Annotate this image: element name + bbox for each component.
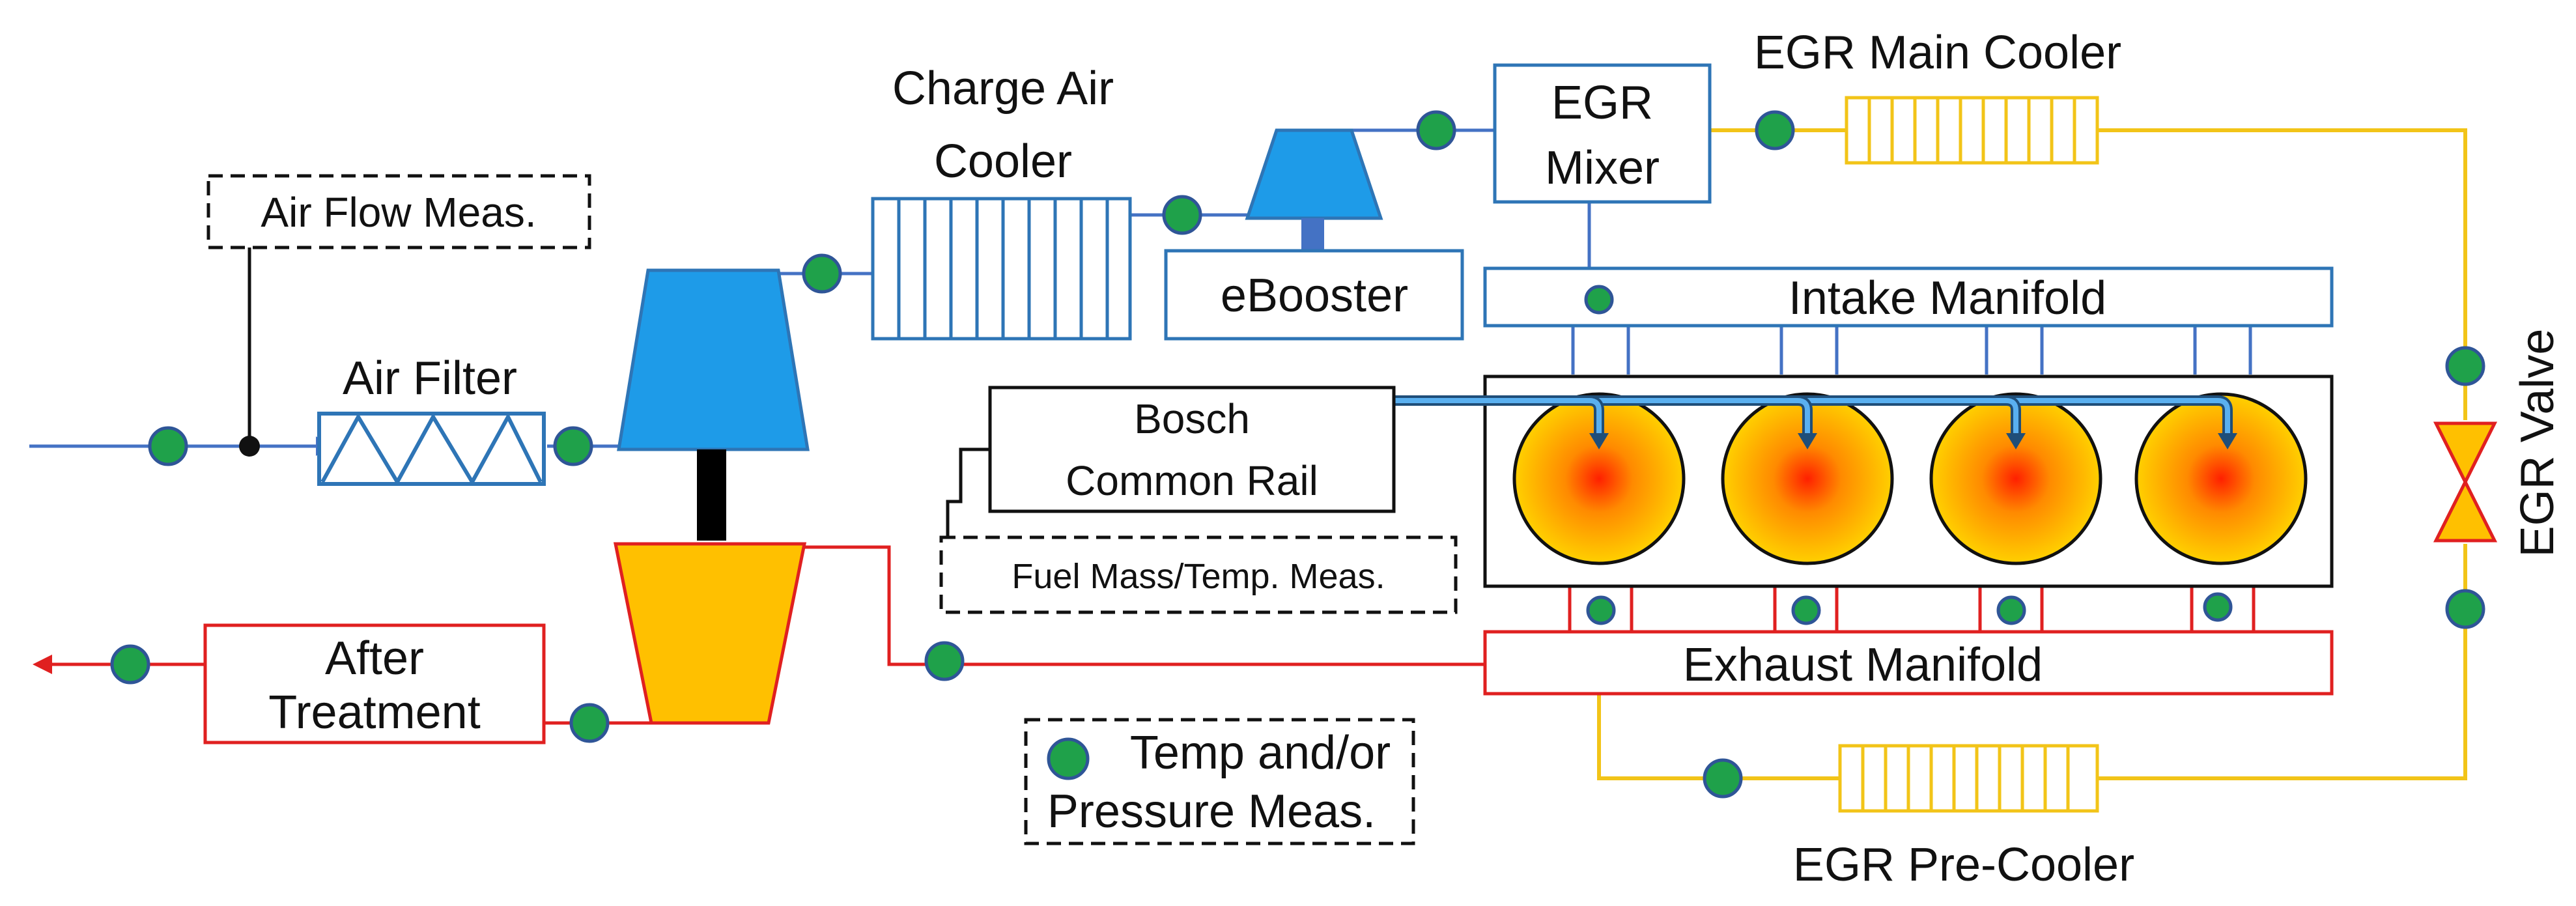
- sensor-exhaust-runner-3: [1996, 595, 2026, 625]
- sensor-post-ebooster: [1416, 110, 1456, 150]
- cylinder-3: [1929, 392, 2102, 565]
- sensor-exhaust-runner-4: [2203, 592, 2233, 622]
- sensor-exhaust-runner-1: [1586, 595, 1616, 625]
- sensor-post-compressor: [802, 253, 842, 294]
- egr-mixer-label-1: EGR: [1551, 77, 1653, 129]
- fuel-meas-box: Fuel Mass/Temp. Meas.: [939, 535, 1458, 614]
- intake-manifold: Intake Manifold: [1483, 266, 2334, 328]
- charge-air-cooler: Charge Air Cooler: [871, 63, 1132, 341]
- egr-valve-label: EGR Valve: [2512, 329, 2564, 558]
- sensor-post-turbine: [569, 703, 610, 743]
- air-flow-meas-box: Air Flow Meas.: [206, 174, 591, 249]
- egr-valve-upper-icon: [2433, 421, 2498, 486]
- sensor-dot-icon: [1047, 737, 1090, 780]
- ebooster: eBooster: [1164, 128, 1464, 341]
- exhaust-runners: [1568, 584, 2256, 634]
- cac-fins: [897, 199, 1109, 339]
- cac-label-1: Charge Air: [892, 63, 1114, 115]
- manifold-to-turbine-line: [804, 545, 1485, 666]
- sensor-egr-valve-in: [2445, 589, 2485, 629]
- after-treatment-label-2: Treatment: [268, 687, 480, 739]
- sensor-egr-main-cooler-out: [1755, 110, 1795, 150]
- filter-zigzag-icon: [320, 412, 543, 487]
- air-flow-junction-dot: [239, 436, 260, 457]
- compressor: [617, 268, 810, 451]
- cylinder-2: [1721, 392, 1894, 565]
- precooler-to-manifold-line: [1597, 694, 1840, 780]
- sensor-tailpipe: [110, 644, 150, 685]
- sensor-pre-compressor: [553, 426, 593, 466]
- ebooster-compressor: [1245, 128, 1383, 220]
- exhaust-manifold-label: Exhaust Manifold: [1683, 639, 2043, 691]
- sensor-egr-pre-cooler-in: [1703, 758, 1743, 799]
- ebooster-shaft: [1301, 218, 1324, 251]
- turbo-shaft: [697, 449, 726, 541]
- egr-mixer: EGR Mixer: [1493, 63, 1712, 204]
- fuel-meas-label: Fuel Mass/Temp. Meas.: [1012, 557, 1385, 596]
- ebooster-motor: [1164, 249, 1464, 341]
- sensor-pre-turbine: [924, 641, 965, 681]
- injector-lines: [1394, 395, 2237, 449]
- after-treatment-label-1: After: [325, 632, 424, 685]
- intake-manifold-label: Intake Manifold: [1789, 272, 2106, 324]
- sensor-exhaust-runner-2: [1791, 595, 1821, 625]
- egr-pre-cooler: EGR Pre-Cooler: [1793, 744, 2134, 891]
- fuel-meas-line: [946, 447, 990, 537]
- cylinder-4: [2134, 392, 2308, 565]
- egr-main-cooler: EGR Main Cooler: [1754, 27, 2121, 165]
- egr-valve-lower-icon: [2433, 478, 2498, 543]
- egr-pre-cooler-label: EGR Pre-Cooler: [1793, 839, 2134, 891]
- sensor-ambient: [148, 426, 188, 466]
- sensor-egr-valve-out: [2445, 346, 2485, 386]
- sensor-legend: Temp and/or Pressure Meas.: [1024, 718, 1415, 845]
- air-flow-meas-label: Air Flow Meas.: [261, 189, 536, 236]
- sensor-intake-manifold: [1584, 285, 1614, 315]
- ebooster-label: eBooster: [1221, 270, 1408, 322]
- common-rail-label-1: Bosch: [1134, 395, 1250, 442]
- sensors: [110, 110, 2485, 799]
- bosch-common-rail: Bosch Common Rail: [988, 386, 1396, 513]
- cylinders: [1512, 392, 2308, 565]
- after-treatment: After Treatment: [203, 623, 546, 744]
- air-filter-label: Air Filter: [343, 352, 517, 404]
- common-rail-label-2: Common Rail: [1066, 457, 1318, 504]
- legend-label-1: Temp and/or: [1130, 727, 1391, 779]
- exhaust-manifold: Exhaust Manifold: [1483, 630, 2334, 696]
- turbine: [613, 542, 807, 725]
- egr-main-cooler-label: EGR Main Cooler: [1754, 27, 2121, 79]
- cylinder-1: [1512, 392, 1686, 565]
- cac-label-2: Cooler: [934, 135, 1072, 188]
- air-filter: Air Filter: [317, 352, 546, 487]
- maincooler-to-valve-line: [2097, 128, 2467, 420]
- egr-mixer-label-2: Mixer: [1545, 142, 1660, 194]
- exhaust-outlet-arrow: [33, 655, 52, 674]
- egr-valve: EGR Valve: [2433, 329, 2564, 558]
- sensor-post-cac: [1162, 195, 1202, 235]
- intake-runners: [1571, 326, 2252, 375]
- legend-label-2: Pressure Meas.: [1047, 786, 1376, 838]
